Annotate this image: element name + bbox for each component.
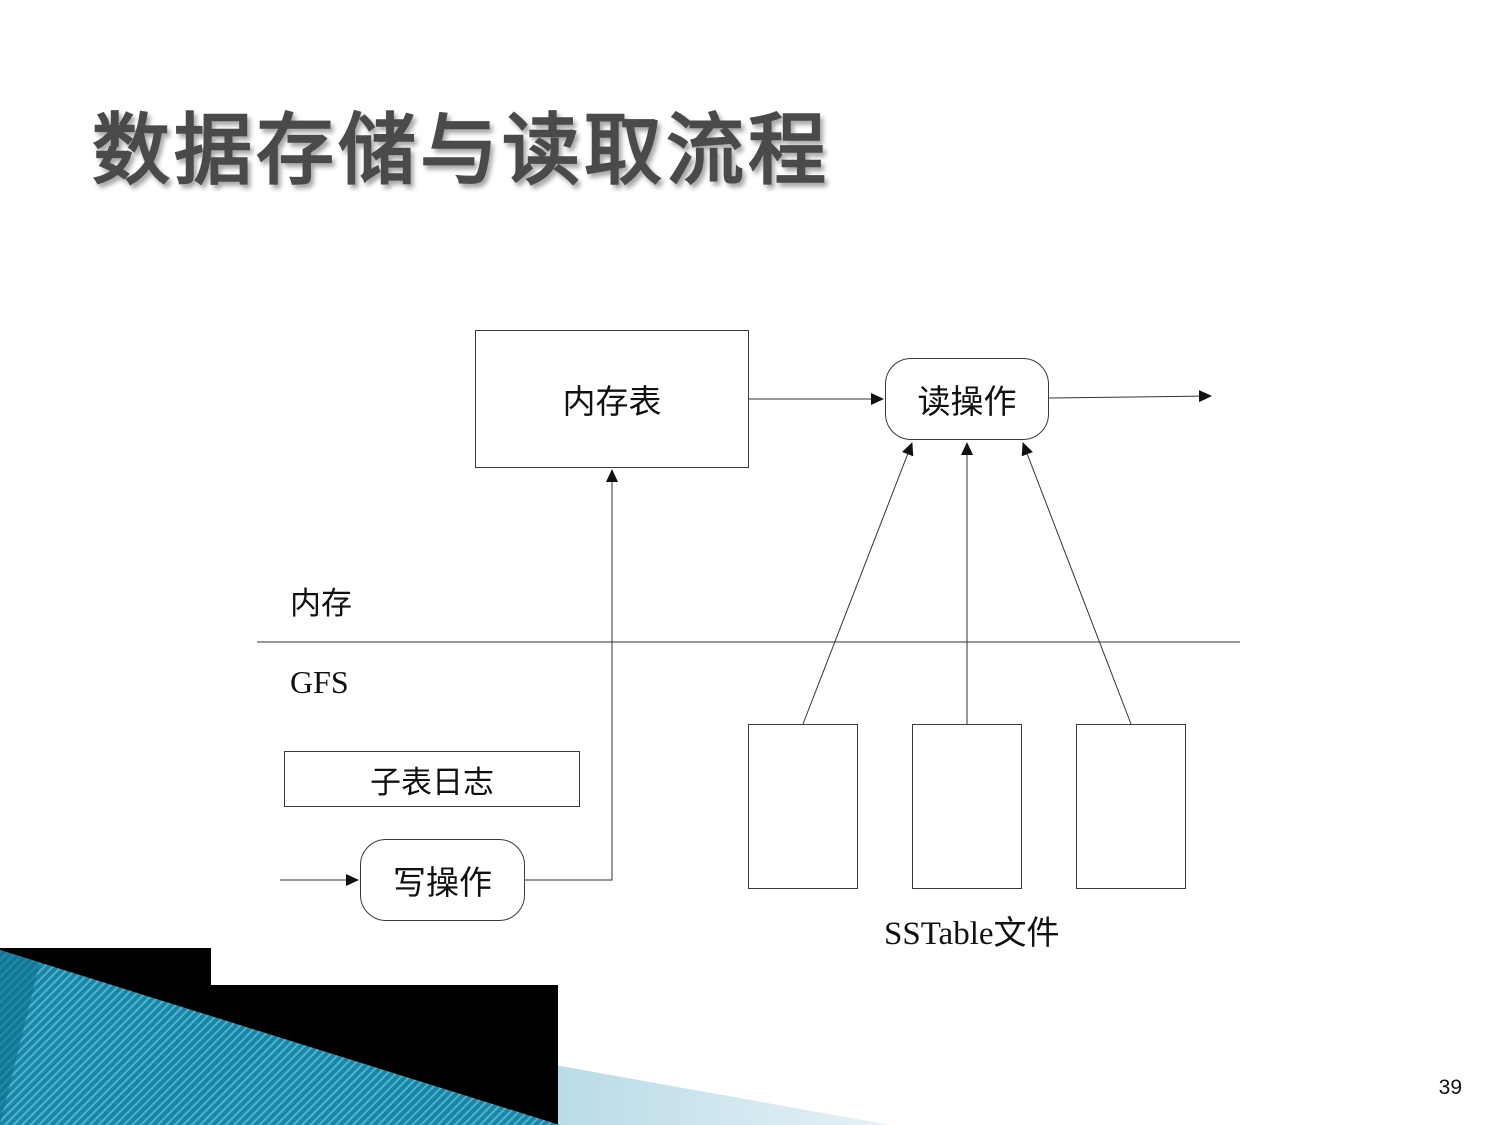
tablet-log-box: 子表日志 (284, 751, 580, 807)
sstable-3-to-read-arrow (1021, 442, 1132, 725)
read-output-arrow (1048, 390, 1212, 403)
memtable-box: 内存表 (475, 330, 749, 468)
blue-highlight-shape (0, 950, 40, 1125)
sstable-1-to-read-arrow (802, 442, 914, 725)
sstable-file-2 (912, 724, 1022, 889)
memory-region-label: 内存 (290, 586, 352, 622)
slide-title: 数据存储与读取流程 (92, 106, 831, 196)
write-to-memtable-arrow (525, 469, 618, 881)
sstable-files-label: SSTable文件 (884, 916, 1060, 952)
gfs-region-label: GFS (290, 664, 349, 700)
sstable-file-1 (748, 724, 858, 889)
write-operation-box: 写操作 (360, 839, 525, 921)
blue-striped-shape (0, 950, 560, 1125)
light-band-shape (555, 1065, 890, 1125)
read-operation-box: 读操作 (885, 358, 1049, 440)
page-number: 39 (1438, 1076, 1462, 1099)
sstable-file-3 (1076, 724, 1186, 889)
